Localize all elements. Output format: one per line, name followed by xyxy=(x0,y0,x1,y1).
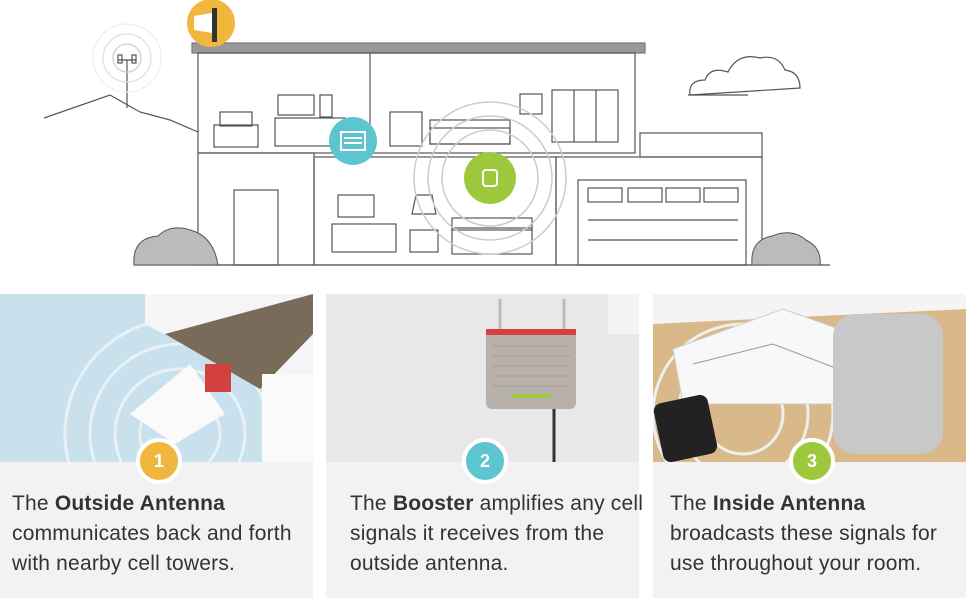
caption-rest: broadcasts these signals for use through… xyxy=(670,522,938,575)
caption-rest: communicates back and forth with nearby … xyxy=(12,522,292,575)
cell-tower-icon xyxy=(92,23,162,108)
outside-antenna-photo xyxy=(0,294,313,462)
caption-prefix: The xyxy=(12,492,55,515)
caption-bold: Inside Antenna xyxy=(712,492,866,515)
house-diagram xyxy=(43,0,830,266)
caption-rest: amplifies any cell signals it receives f… xyxy=(350,492,644,575)
step-caption: The Booster amplifies any cell signals i… xyxy=(350,489,645,579)
inside-antenna-photo xyxy=(653,294,966,462)
caption-bold: Booster xyxy=(392,492,474,515)
step-card-inside-antenna: 3 The Inside Antenna broadcasts these si… xyxy=(653,294,966,598)
step-number-badge: 1 xyxy=(136,438,182,484)
caption-prefix: The xyxy=(670,492,713,515)
step-caption: The Outside Antenna communicates back an… xyxy=(12,489,307,579)
booster-photo xyxy=(326,294,639,462)
caption-prefix: The xyxy=(350,492,393,515)
step-caption: The Inside Antenna broadcasts these sign… xyxy=(670,489,965,579)
step-card-booster: 2 The Booster amplifies any cell signals… xyxy=(326,294,643,598)
outside-antenna-icon xyxy=(187,0,235,47)
step-number-badge: 3 xyxy=(789,438,835,484)
step-card-outside-antenna: 1 The Outside Antenna communicates back … xyxy=(0,294,313,598)
inside-antenna-icon xyxy=(464,152,516,204)
booster-icon xyxy=(329,117,377,165)
step-number-badge: 2 xyxy=(462,438,508,484)
caption-bold: Outside Antenna xyxy=(54,492,226,515)
